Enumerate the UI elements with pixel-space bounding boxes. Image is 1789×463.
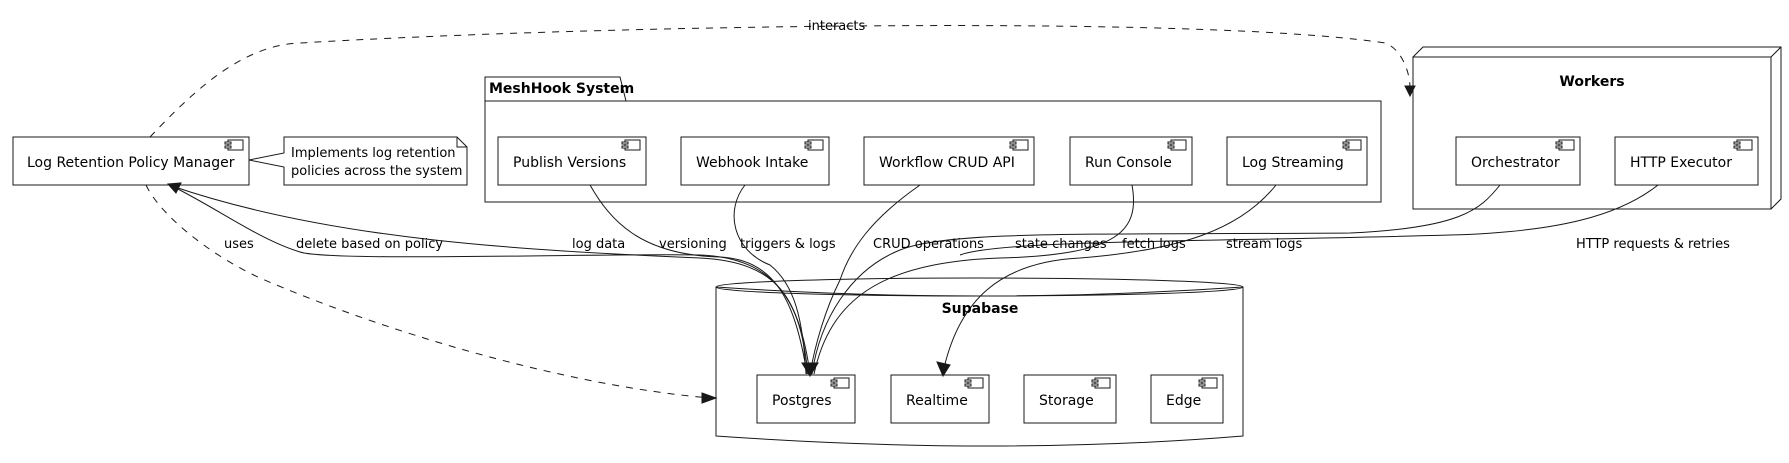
edge-triggers-logs [733,184,807,375]
supabase-title: Supabase [942,301,1019,317]
component-icon [830,377,850,389]
label-crud-operations: CRUD operations [873,237,984,252]
log-retention-policy-manager[interactable]: Log Retention Policy Manager [12,136,250,186]
webhook-intake-label: Webhook Intake [696,155,808,171]
label-triggers-logs: triggers & logs [740,237,836,252]
edge-delete-based-on-policy [171,185,811,375]
edge-state-changes [811,184,1501,375]
component-icon [224,139,244,151]
component-icon [1555,139,1575,151]
edge-component[interactable]: Edge [1150,374,1224,424]
component-icon [1009,139,1029,151]
edge-log-data [171,185,809,375]
meshhook-system-title: MeshHook System [489,81,634,97]
component-icon [1733,139,1753,151]
arrowhead [936,361,951,378]
edge-fetch-logs [813,184,1135,375]
realtime-component[interactable]: Realtime [890,374,990,424]
label-uses: uses [224,237,254,252]
orchestrator-label: Orchestrator [1471,155,1560,171]
postgres-label: Postgres [772,393,832,409]
webhook-intake-component[interactable]: Webhook Intake [680,136,830,186]
edge-crud-operations [809,184,921,375]
label-state-changes: state changes [1015,237,1107,252]
component-icon [964,377,984,389]
note-line-2: policies across the system [291,164,462,179]
component-icon [621,139,641,151]
edge-uses [145,184,711,399]
label-delete-based-on-policy: delete based on policy [296,237,443,252]
arrowhead [701,392,718,404]
http-executor-component[interactable]: HTTP Executor [1614,136,1759,186]
workflow-crud-api-component[interactable]: Workflow CRUD API [863,136,1035,186]
label-log-data: log data [572,237,625,252]
component-icon [804,139,824,151]
edge-label: Edge [1166,393,1201,409]
run-console-label: Run Console [1085,155,1172,171]
edge-stream-logs [943,184,1277,369]
label-versioning: versioning [659,237,727,252]
note: Implements log retention policies across… [248,136,468,186]
edge-versioning [589,184,808,375]
postgres-component[interactable]: Postgres [756,374,856,424]
component-icon [1091,377,1111,389]
label-fetch-logs: fetch logs [1122,237,1186,252]
label-stream-logs: stream logs [1226,237,1303,252]
label-interacts: interacts [808,19,866,34]
component-icon [1167,139,1187,151]
component-icon [1198,377,1218,389]
component-icon [1342,139,1362,151]
log-streaming-component[interactable]: Log Streaming [1226,136,1368,186]
storage-label: Storage [1039,393,1094,409]
label-http-requests: HTTP requests & retries [1576,237,1730,252]
workers-title: Workers [1559,74,1624,90]
arrowhead [1404,85,1416,98]
http-executor-label: HTTP Executor [1630,155,1732,171]
storage-component[interactable]: Storage [1023,374,1117,424]
publish-versions-component[interactable]: Publish Versions [497,136,647,186]
log-streaming-label: Log Streaming [1242,155,1344,171]
arrowhead [801,362,819,377]
orchestrator-component[interactable]: Orchestrator [1455,136,1581,186]
workflow-crud-label: Workflow CRUD API [879,155,1015,171]
publish-versions-label: Publish Versions [513,155,626,171]
realtime-label: Realtime [906,393,968,409]
run-console-component[interactable]: Run Console [1069,136,1193,186]
log-retention-label: Log Retention Policy Manager [27,155,235,171]
edge-http-requests [959,184,1659,256]
note-line-1: Implements log retention [291,146,456,161]
